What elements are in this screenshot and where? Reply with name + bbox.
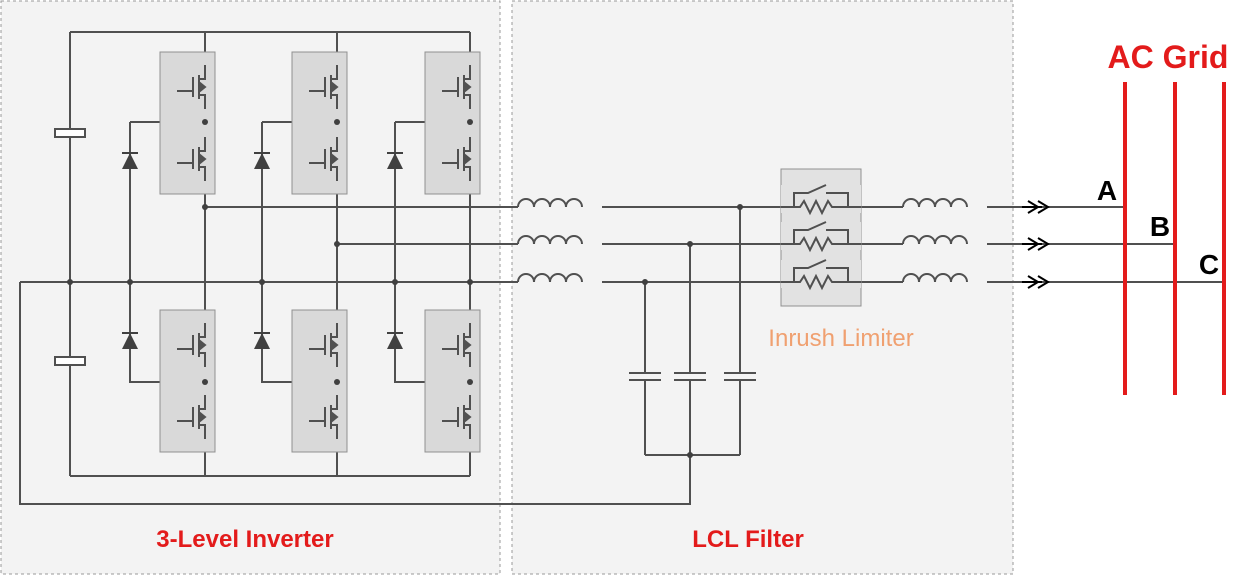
junction-dot <box>687 452 693 458</box>
diode-icon <box>254 332 270 349</box>
inductor-icon <box>517 232 602 246</box>
inrush-limiter-label: Inrush Limiter <box>768 325 913 352</box>
phase-b-label: B <box>1150 211 1170 242</box>
mosfet-icon <box>177 323 207 367</box>
mosfet-icon <box>309 395 339 439</box>
capacitor-icon <box>54 128 86 138</box>
diode-icon <box>122 332 138 349</box>
junction-dot <box>334 379 340 385</box>
filter-label: LCL Filter <box>692 526 804 553</box>
junction-dot <box>467 119 473 125</box>
inductor-icon <box>902 232 987 246</box>
diode-icon <box>122 152 138 169</box>
junction-dot <box>127 279 133 285</box>
junction-dot <box>259 279 265 285</box>
junction-dot <box>467 379 473 385</box>
capacitor-icon <box>629 372 661 381</box>
phase-a-label: A <box>1097 175 1117 206</box>
mosfet-icon <box>309 323 339 367</box>
switch-module <box>159 51 216 195</box>
phase-c-label: C <box>1199 249 1219 280</box>
junction-dot <box>334 119 340 125</box>
filter-section <box>511 0 1014 575</box>
mosfet-icon <box>442 395 472 439</box>
diode-icon <box>387 152 403 169</box>
diode-icon <box>254 152 270 169</box>
inductor-icon <box>517 270 602 284</box>
junction-dot <box>334 241 340 247</box>
connector-arrow-icon <box>1022 237 1050 251</box>
inductor-icon <box>902 195 987 209</box>
mosfet-icon <box>442 137 472 181</box>
inverter-section <box>0 0 501 575</box>
junction-dot <box>642 279 648 285</box>
connector-arrow-icon <box>1022 275 1050 289</box>
resistor-icon <box>781 259 861 291</box>
capacitor-icon <box>724 372 756 381</box>
junction-dot <box>202 379 208 385</box>
mosfet-icon <box>442 65 472 109</box>
mosfet-icon <box>177 137 207 181</box>
ac-grid-bus <box>1123 82 1226 395</box>
junction-dot <box>202 204 208 210</box>
capacitor-icon <box>674 372 706 381</box>
connector-arrow-icon <box>1022 200 1050 214</box>
inductor-icon <box>517 195 602 209</box>
capacitor-icon <box>54 356 86 366</box>
resistor-icon <box>781 221 861 253</box>
mosfet-icon <box>309 137 339 181</box>
switch-module <box>424 51 481 195</box>
junction-dot <box>202 119 208 125</box>
inrush-limiter <box>780 168 862 307</box>
diode-icon <box>387 332 403 349</box>
components <box>54 51 1050 458</box>
inverter-label: 3-Level Inverter <box>156 526 333 553</box>
junction-dot <box>67 279 73 285</box>
inductor-icon <box>902 270 987 284</box>
junction-dot <box>467 279 473 285</box>
junction-dot <box>737 204 743 210</box>
junction-dot <box>392 279 398 285</box>
mosfet-icon <box>442 323 472 367</box>
switch-module <box>291 51 348 195</box>
ac-grid-label: AC Grid <box>1108 39 1229 75</box>
resistor-icon <box>781 184 861 216</box>
mosfet-icon <box>177 65 207 109</box>
mosfet-icon <box>309 65 339 109</box>
junction-dot <box>687 241 693 247</box>
mosfet-icon <box>177 395 207 439</box>
